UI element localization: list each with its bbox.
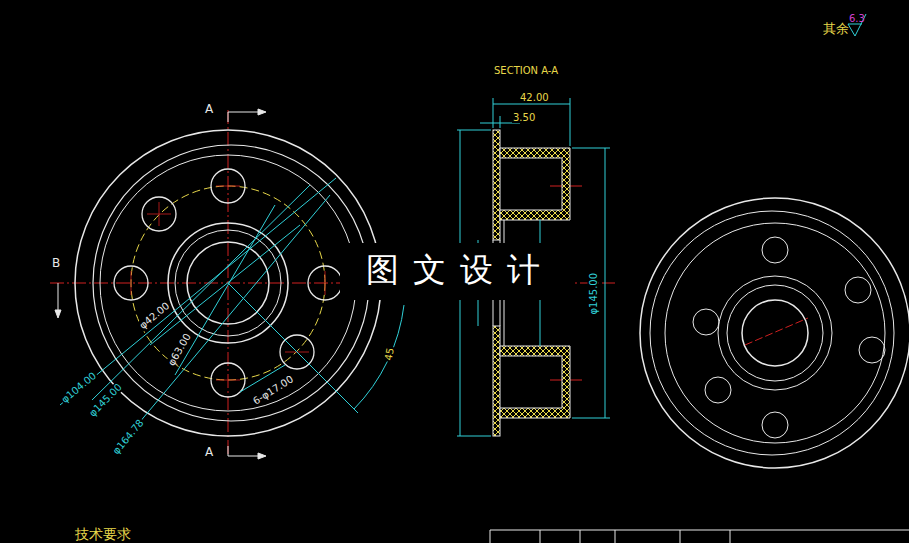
dimension: φ164.78 [110, 417, 146, 457]
title-block [490, 530, 909, 543]
roughness-note: 其余 [823, 22, 849, 36]
notes-heading: 技术要求 [75, 527, 131, 542]
roughness-value: 6.3 [849, 13, 865, 24]
side-view [640, 198, 909, 468]
dimension: 42.00 [519, 92, 550, 103]
section-letter: A [205, 103, 213, 116]
dimension: 3.50 [512, 112, 536, 123]
watermark: 图文设计 [366, 252, 554, 288]
section-letter: A [205, 446, 213, 459]
dimension: φ145.00 [588, 272, 599, 316]
dimension: φ104.00 [58, 369, 98, 405]
roughness-symbol [848, 14, 866, 36]
angle-dimension: 45 [383, 346, 396, 362]
dimension: 6-φ17.00 [250, 373, 296, 407]
section-title: SECTION A-A [494, 65, 558, 76]
section-letter: B [52, 257, 60, 270]
watermark-ground [340, 243, 575, 300]
